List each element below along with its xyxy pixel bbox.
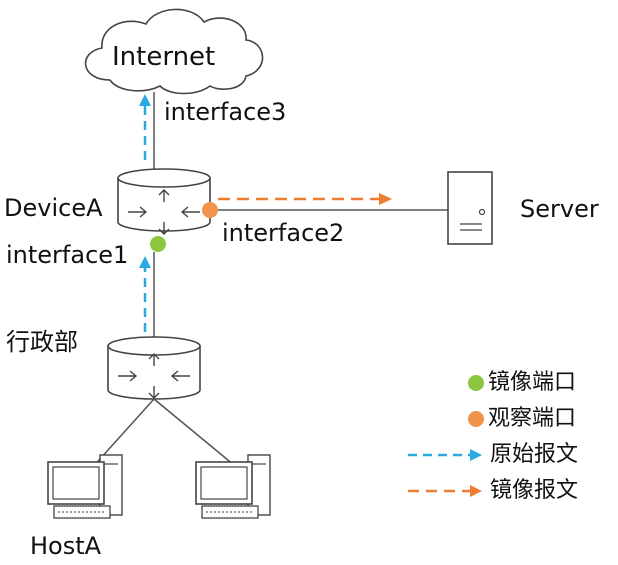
original-packet-arrowhead-2 (139, 256, 151, 268)
server-icon (447, 171, 493, 245)
internet-label: Internet (112, 42, 216, 72)
legend-observe-port-label: 观察端口 (488, 406, 577, 431)
interface1-label: interface1 (6, 241, 129, 269)
interface3-label: interface3 (164, 98, 287, 126)
legend-observe-port-dot (468, 411, 484, 427)
legend-mirror-port-label: 镜像端口 (488, 370, 577, 395)
devicea-label: DeviceA (4, 194, 103, 222)
hosta-label: HostA (30, 532, 102, 560)
devicea-router-icon (117, 168, 211, 235)
pc-icon (195, 454, 271, 519)
mirror-port-dot (150, 236, 166, 252)
legend-mirror-port-dot (468, 375, 484, 391)
interface2-label: interface2 (222, 219, 345, 247)
original-packet-arrowhead (139, 94, 151, 106)
observe-port-dot (202, 202, 218, 218)
server-label: Server (520, 195, 599, 223)
mirrored-packet-arrowhead (379, 193, 392, 205)
legend-original-packet-label: 原始报文 (490, 442, 579, 467)
admin-dept-label: 行政部 (6, 328, 78, 356)
internet-cloud-icon (84, 8, 264, 95)
hosta-pc-icon (47, 454, 123, 519)
legend-mirrored-arrowhead (470, 485, 482, 497)
link-switch-host2 (153, 398, 241, 471)
admin-switch-icon (107, 336, 201, 400)
legend-mirrored-packet-label: 镜像报文 (490, 478, 579, 503)
legend-original-arrowhead (470, 449, 482, 461)
